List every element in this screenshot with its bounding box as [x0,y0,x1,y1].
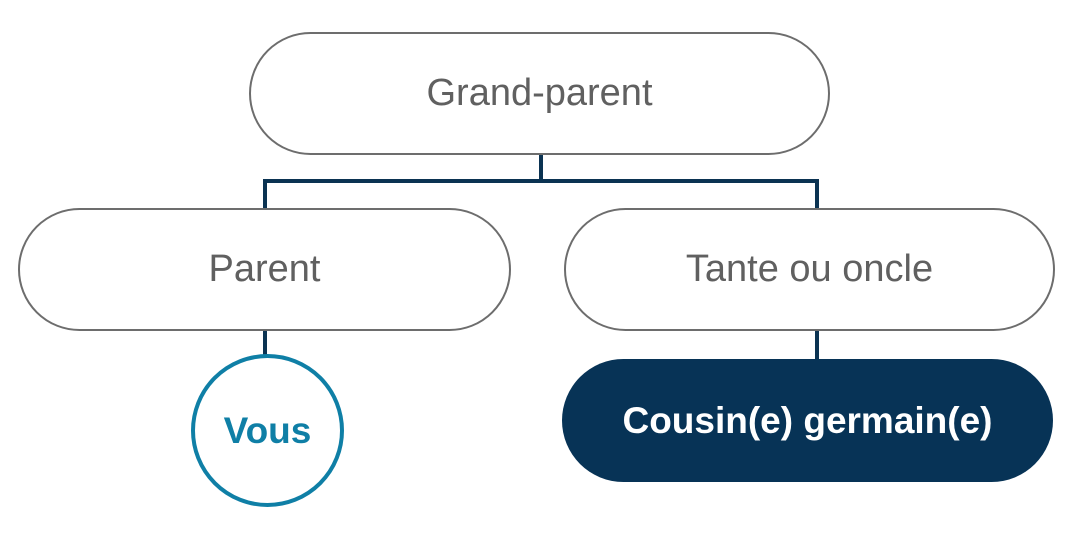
you-node: Vous [191,354,344,507]
grandparent-label: Grand-parent [426,72,653,114]
aunt-uncle-label: Tante ou oncle [685,248,934,290]
you-label: Vous [223,409,312,451]
grandparent-node: Grand-parent [249,32,830,155]
first-cousin-label: Cousin(e) germain(e) [622,399,993,441]
first-cousin-node: Cousin(e) germain(e) [562,359,1053,482]
parent-node: Parent [18,208,511,331]
parent-label: Parent [208,248,321,290]
aunt-uncle-node: Tante ou oncle [564,208,1055,331]
